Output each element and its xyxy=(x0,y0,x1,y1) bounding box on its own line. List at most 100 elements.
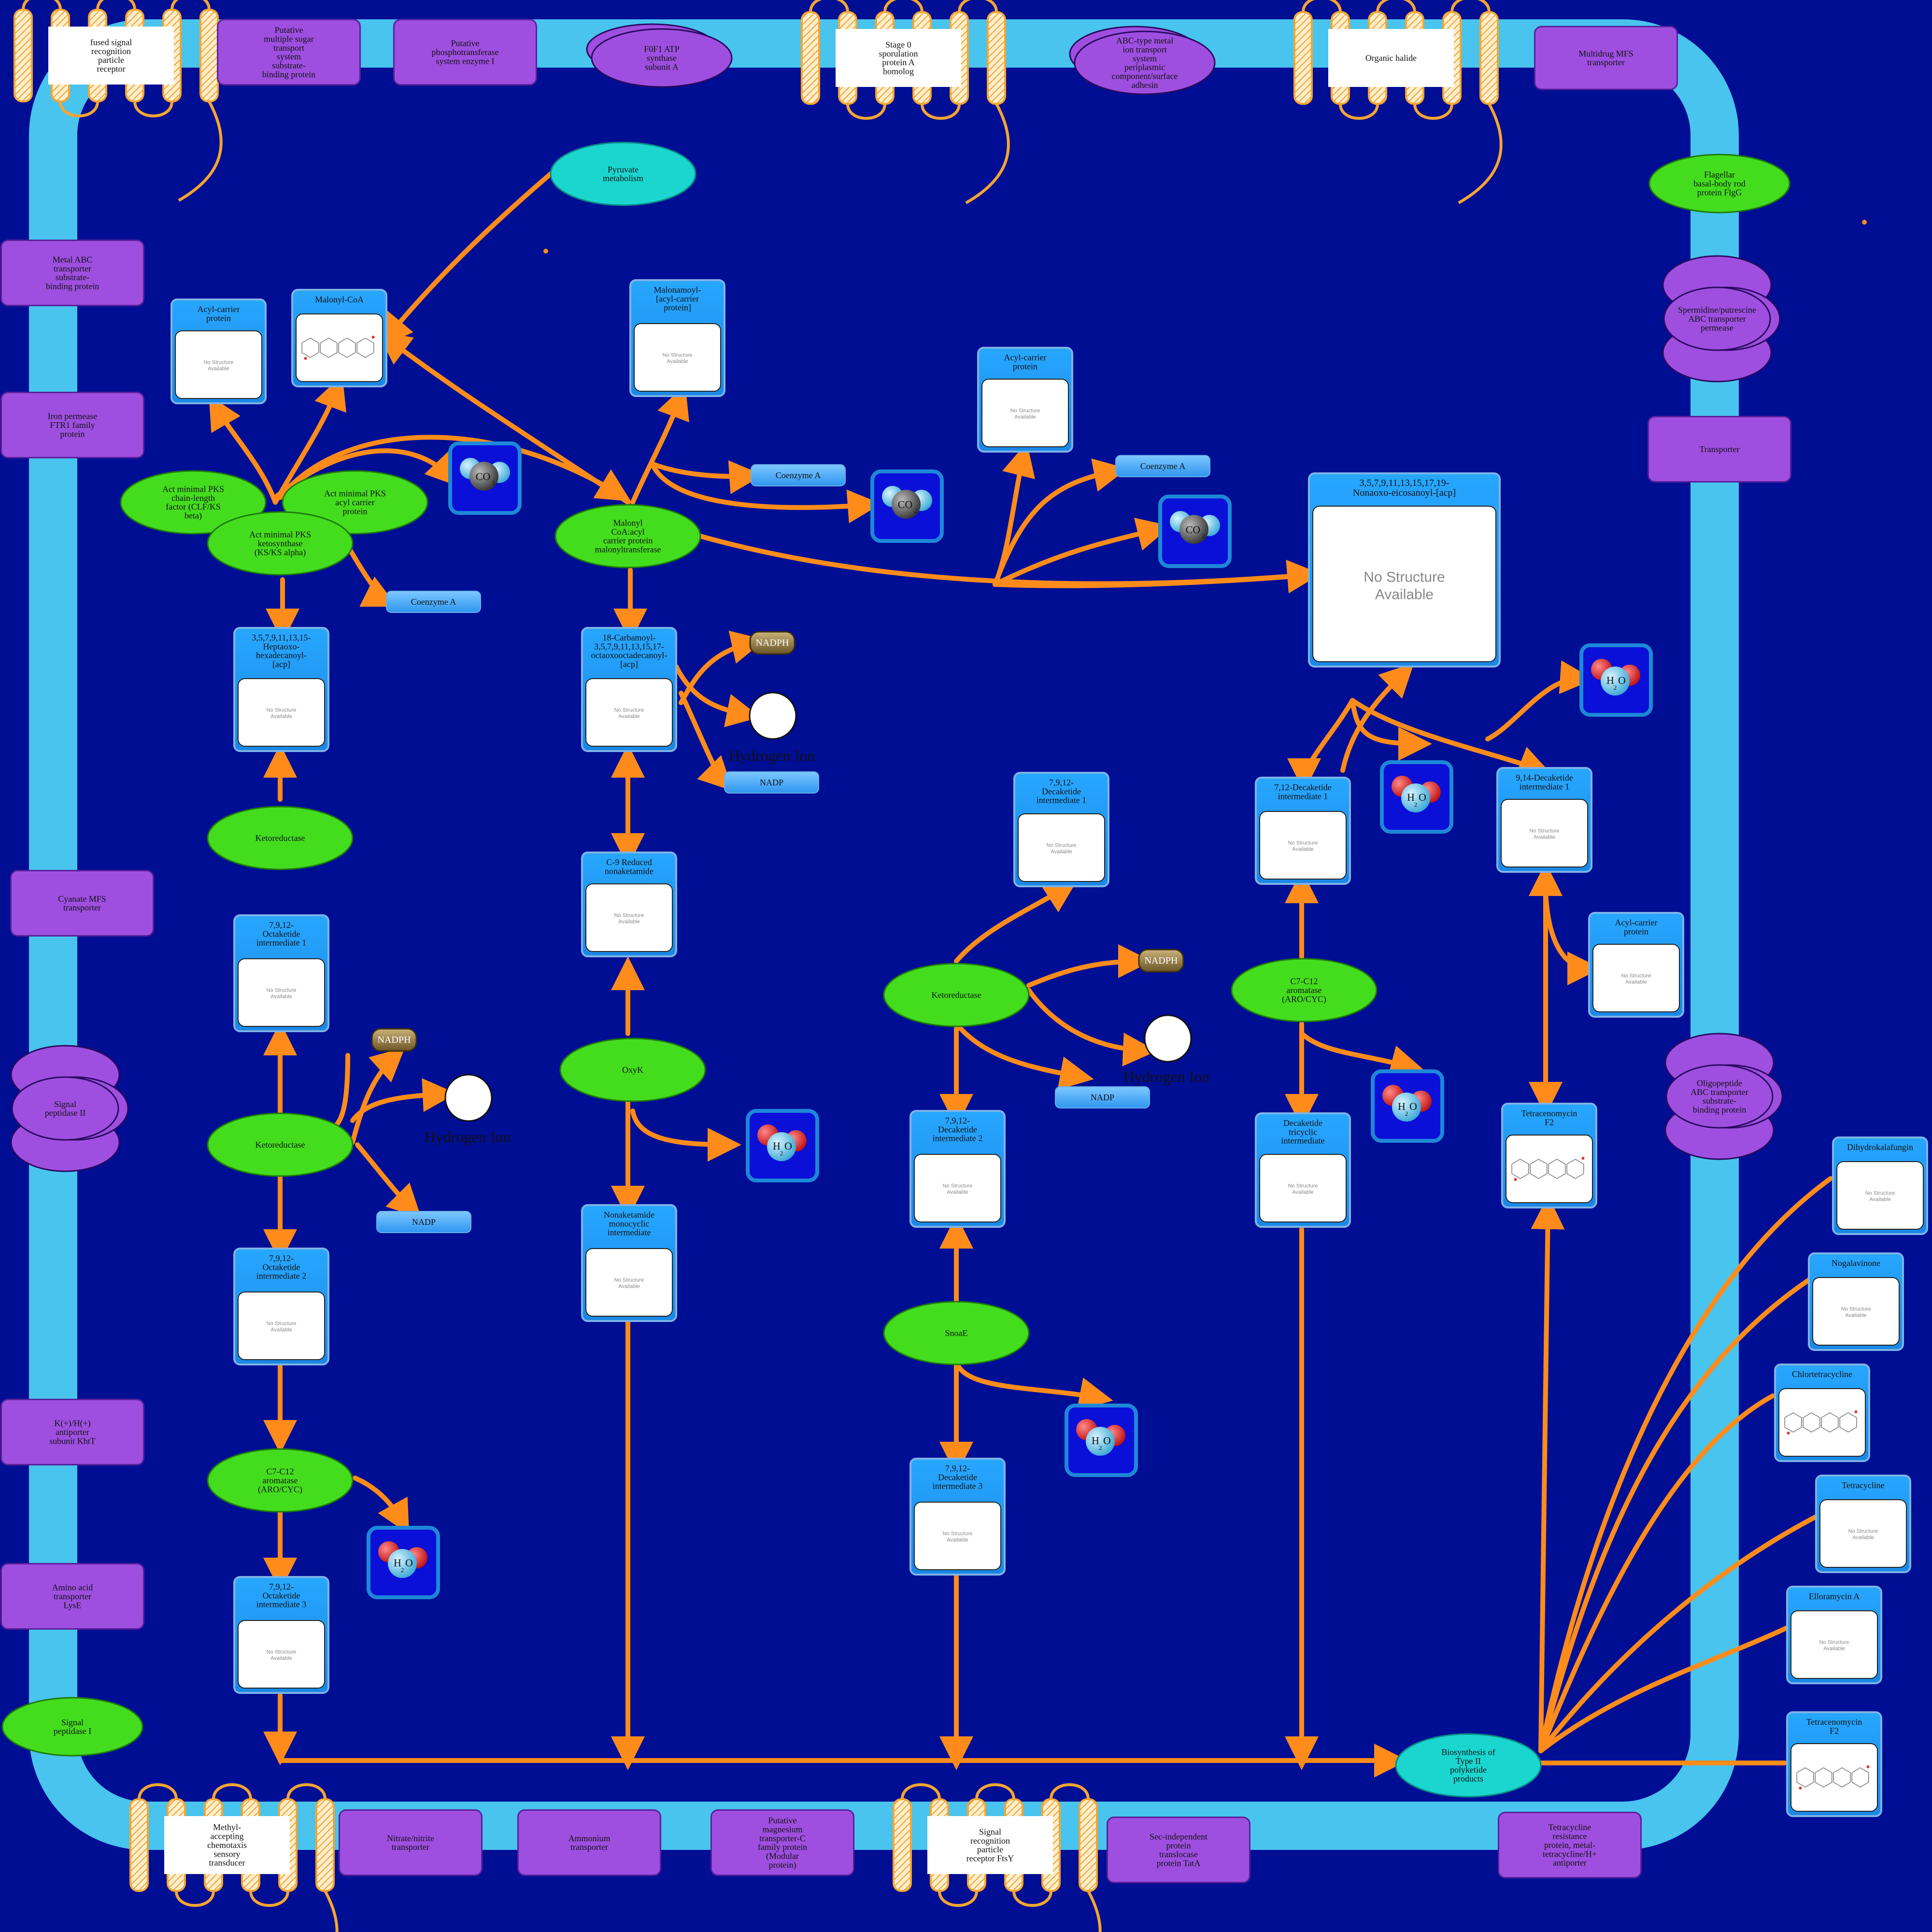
compound-node[interactable]: 3,5,7,9,11,13,15,17,19-Nonaoxo-eicosanoy… xyxy=(1308,472,1501,668)
compound-node[interactable]: Chlortetracycline xyxy=(1774,1364,1870,1462)
co2-molecule[interactable]: CO2 xyxy=(870,469,944,543)
label-line: hexadecanoyl- xyxy=(256,651,307,660)
structure-card xyxy=(175,330,262,399)
label-line: Tetracenomycin xyxy=(1806,1717,1862,1727)
nadph-compound[interactable]: NADPH xyxy=(749,631,796,655)
small-compound[interactable]: Coenzyme A xyxy=(1115,455,1210,477)
h2o-molecule[interactable]: H2O xyxy=(1065,1404,1138,1477)
label-line: Nogalavinone xyxy=(1832,1258,1880,1268)
enzyme[interactable]: Ketoreductase xyxy=(207,806,354,870)
enzyme[interactable]: SnoaE xyxy=(883,1301,1030,1365)
enzyme[interactable]: Ketoreductase xyxy=(883,963,1030,1027)
label-line: antiporter xyxy=(1553,1858,1587,1868)
h2o-molecule[interactable]: H2O xyxy=(1579,643,1653,717)
co2-molecule[interactable]: CO2 xyxy=(448,441,522,515)
label-line: intermediate 1 xyxy=(256,938,306,948)
co2-molecule[interactable]: CO2 xyxy=(1158,495,1232,568)
membrane-protein[interactable]: Organic halide xyxy=(1293,0,1503,204)
nadph-compound[interactable]: NADPH xyxy=(1138,949,1184,973)
label-line: Decaketide xyxy=(1283,1118,1322,1128)
small-compound[interactable]: NADP xyxy=(1055,1086,1150,1108)
hydrogen-ion[interactable]: Hydrogen Ion xyxy=(1123,1014,1210,1085)
label-line: accepting xyxy=(211,1832,244,1841)
label-line: translocase xyxy=(1159,1849,1198,1859)
membrane-protein[interactable]: Transporter xyxy=(1648,416,1791,483)
label-line: C7-C12 xyxy=(266,1467,294,1477)
h2o-molecule[interactable]: H2O xyxy=(1371,1069,1444,1143)
h2o-molecule[interactable]: H2O xyxy=(746,1109,819,1182)
h2o-molecule[interactable]: H2O xyxy=(367,1526,440,1599)
nadph-compound[interactable]: NADPH xyxy=(371,1028,417,1052)
no-structure-text: Available xyxy=(1534,835,1555,840)
ring xyxy=(356,338,374,358)
enzyme[interactable]: OxyK xyxy=(559,1037,706,1102)
small-compound[interactable]: NADP xyxy=(724,771,819,794)
membrane-protein[interactable]: Methyl-acceptingchemotaxissensorytransdu… xyxy=(129,1783,339,1932)
hydrogen-ion[interactable]: Hydrogen Ion xyxy=(425,1074,511,1146)
compound-node[interactable]: Malonyl-CoA xyxy=(291,289,387,387)
small-compound[interactable]: Coenzyme A xyxy=(386,591,481,613)
small-compound[interactable]: Coenzyme A xyxy=(751,464,846,486)
structure-card xyxy=(1018,813,1105,882)
compound-node[interactable]: 18-Carbamoyl-3,5,7,9,11,13,15,17-octaoxo… xyxy=(581,627,677,752)
compound-node[interactable]: 3,5,7,9,11,13,15-Heptaoxo-hexadecanoyl-[… xyxy=(233,627,329,752)
label-line: intermediate 1 xyxy=(1037,796,1086,805)
hydrogen-ion[interactable]: Hydrogen Ion xyxy=(729,692,815,764)
no-structure-text: No Structure xyxy=(204,359,234,365)
small-compound[interactable]: NADP xyxy=(376,1211,471,1233)
enzyme[interactable]: Ketoreductase xyxy=(207,1112,354,1177)
h2o-molecule[interactable]: H2O xyxy=(1380,760,1453,834)
membrane-protein[interactable]: Sec-independentproteintranslocaseprotein… xyxy=(1107,1817,1250,1883)
